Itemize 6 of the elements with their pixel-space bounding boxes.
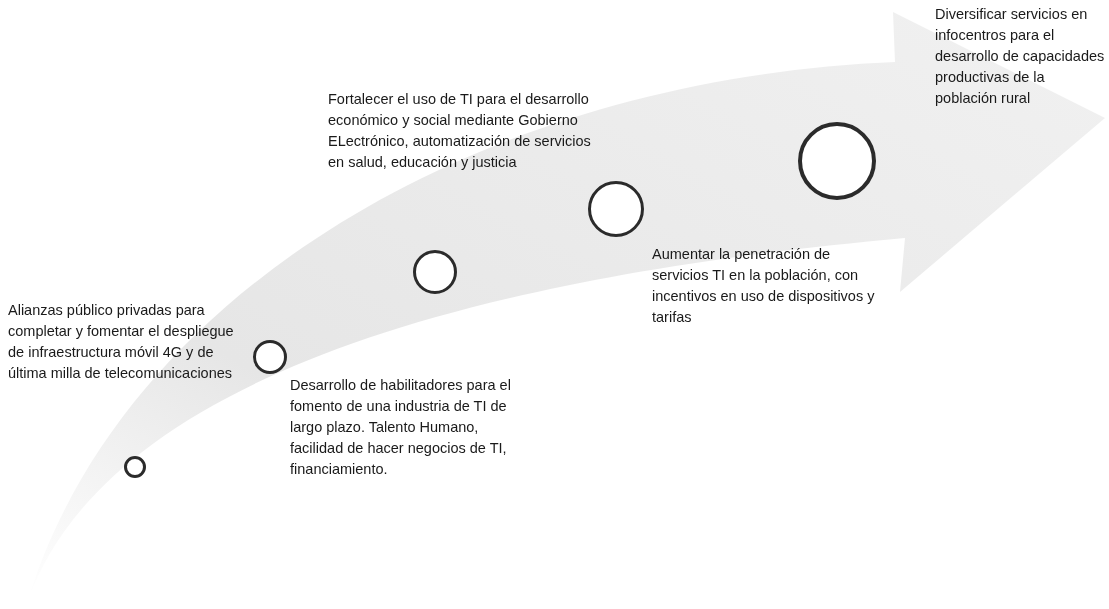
circle-marker xyxy=(124,456,146,478)
milestone-text: Fortalecer el uso de TI para el desarrollo económico y social mediante Gobierno ELectrónico, automatización de servicios en salud, educación y justicia xyxy=(328,90,592,172)
milestone-text: Alianzas público privadas para completar y fomentar el despliegue de infraestructura móvil 4G y de última milla de telecomunicaciones xyxy=(8,301,235,383)
milestone-text: Diversificar servicios en infocentros para el desarrollo de capacidades productivas de la población rural xyxy=(935,5,1106,108)
milestone-text: Aumentar la penetración de servicios TI en la población, con incentivos en uso de dispositivos y tarifas xyxy=(652,245,876,327)
milestone-text: Desarrollo de habilitadores para el fomento de una industria de TI de largo plazo. Talento Humano, facilidad de hacer negocios de TI, financiamiento. xyxy=(290,376,512,479)
